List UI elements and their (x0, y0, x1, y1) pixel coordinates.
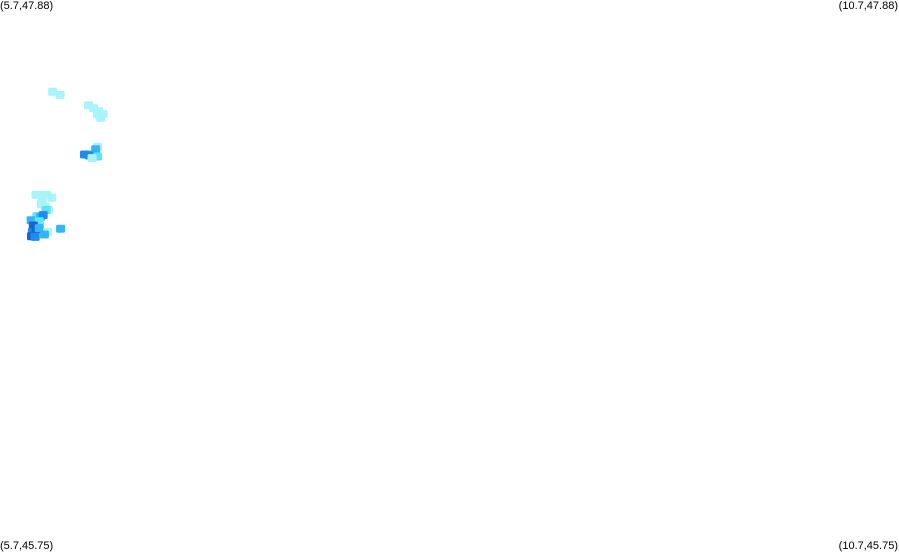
precip-cell (47, 193, 57, 202)
precip-cell (39, 230, 49, 239)
precip-cell (55, 90, 65, 99)
corner-label-bottom-left: (5.7,45.75) (0, 540, 54, 552)
precipitation-cells-layer (26, 87, 108, 241)
precip-cell (56, 224, 66, 233)
corner-label-top-right: (10.7,47.88) (838, 0, 898, 12)
precip-cell (38, 211, 48, 220)
precip-cell (34, 224, 44, 233)
corner-label-bottom-right: (10.7,45.75) (838, 540, 898, 552)
corner-label-top-left: (5.7,47.88) (0, 0, 54, 12)
precip-cell (48, 87, 58, 96)
precip-cell (96, 113, 106, 122)
precip-cell (30, 232, 40, 241)
precip-cell (87, 154, 97, 163)
